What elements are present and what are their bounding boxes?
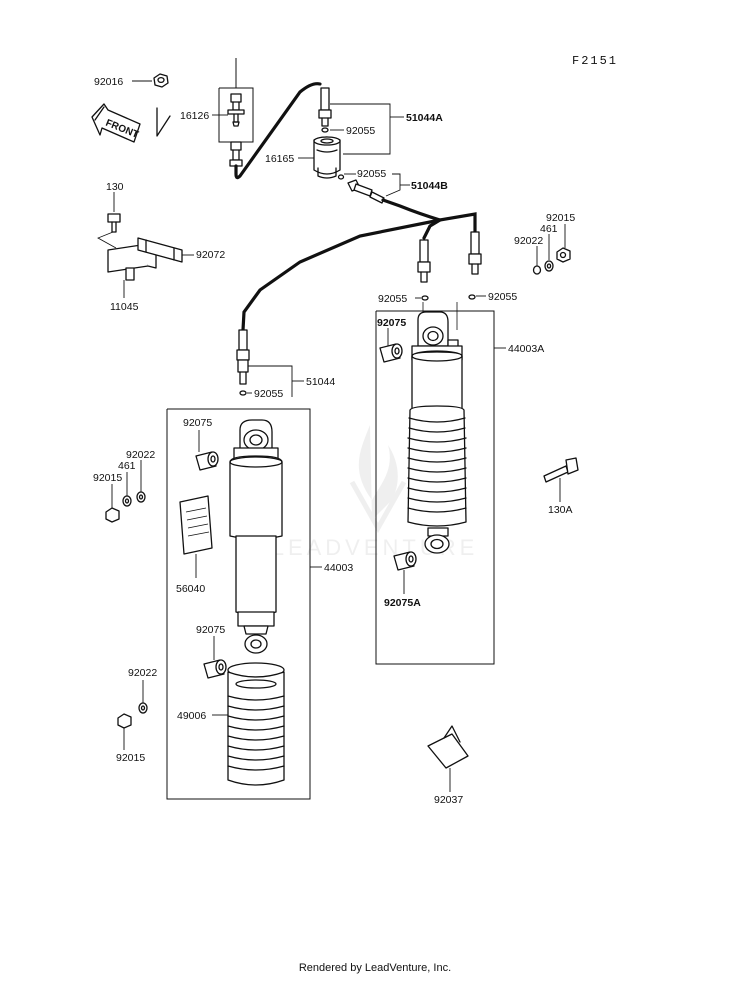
fitting-51044 (236, 329, 304, 397)
fitting-51044A (318, 87, 404, 155)
label-11045: 11045 (110, 301, 139, 313)
label-92015-l: 92015 (93, 472, 122, 484)
label-130A: 130A (548, 504, 573, 516)
fitting-right-b (468, 231, 482, 275)
shock-44003 (229, 419, 283, 654)
label-92055-c: 92055 (378, 293, 407, 305)
front-arrow: FRONT (91, 103, 141, 143)
fitting-51044B (337, 173, 410, 204)
oring-92055-d (468, 294, 476, 300)
label-461-l: 461 (118, 460, 136, 472)
label-56040: 56040 (176, 583, 205, 595)
reservoir-16165 (298, 136, 341, 179)
label-92022-l: 92022 (126, 449, 155, 461)
label-92022-l2: 92022 (128, 667, 157, 679)
hardware-left-lower (117, 680, 148, 750)
bracket-assembly (97, 192, 194, 298)
label-16126: 16126 (180, 110, 209, 122)
label-51044B: 51044B (411, 180, 448, 192)
diagram-code: F2151 (572, 54, 619, 68)
oring-92055-c (421, 295, 429, 301)
label-92075-l1: 92075 (183, 417, 212, 429)
label-92055-e: 92055 (254, 388, 283, 400)
bushing-92075-l2 (203, 636, 227, 679)
shock-44003A (407, 302, 467, 554)
bushing-92075-l1 (195, 430, 219, 471)
box-44003A (375, 310, 506, 665)
label-92016: 92016 (94, 76, 123, 88)
label-44003: 44003 (324, 562, 353, 574)
label-461-r: 461 (540, 223, 558, 235)
label-51044: 51044 (306, 376, 335, 388)
boot-49006 (212, 662, 285, 786)
label-130: 130 (106, 181, 124, 193)
label-92037: 92037 (434, 794, 463, 806)
label-92055-d: 92055 (488, 291, 517, 303)
valve-16126 (212, 58, 254, 167)
footer-text: Rendered by LeadVenture, Inc. (298, 962, 452, 974)
fitting-right-a (417, 239, 431, 283)
label-92015-r: 92015 (546, 212, 575, 224)
nut-92016 (132, 73, 169, 88)
hose-upper (234, 82, 322, 180)
marker-check (156, 107, 171, 137)
label-92022-r: 92022 (514, 235, 543, 247)
label-92055-a: 92055 (346, 125, 375, 137)
hardware-left (105, 460, 146, 523)
label-92075-l2: 92075 (196, 624, 225, 636)
label-16165: 16165 (265, 153, 294, 165)
label-49006: 49006 (177, 710, 206, 722)
clip-92037 (427, 725, 469, 792)
label-92075-r: 92075 (377, 317, 406, 329)
bolt-130A (543, 457, 579, 502)
hose-51044 (241, 218, 442, 332)
label-92075A: 92075A (384, 597, 421, 609)
label-51044A: 51044A (406, 112, 443, 124)
label-92015-l2: 92015 (116, 752, 145, 764)
hardware-right (532, 224, 571, 275)
bushing-92075-r (379, 328, 403, 363)
sticker-56040 (179, 495, 213, 578)
label-44003A: 44003A (508, 343, 544, 355)
bushing-92075A (393, 551, 417, 594)
label-92055-b: 92055 (357, 168, 386, 180)
label-92072: 92072 (196, 249, 225, 261)
box-44003 (166, 408, 322, 800)
